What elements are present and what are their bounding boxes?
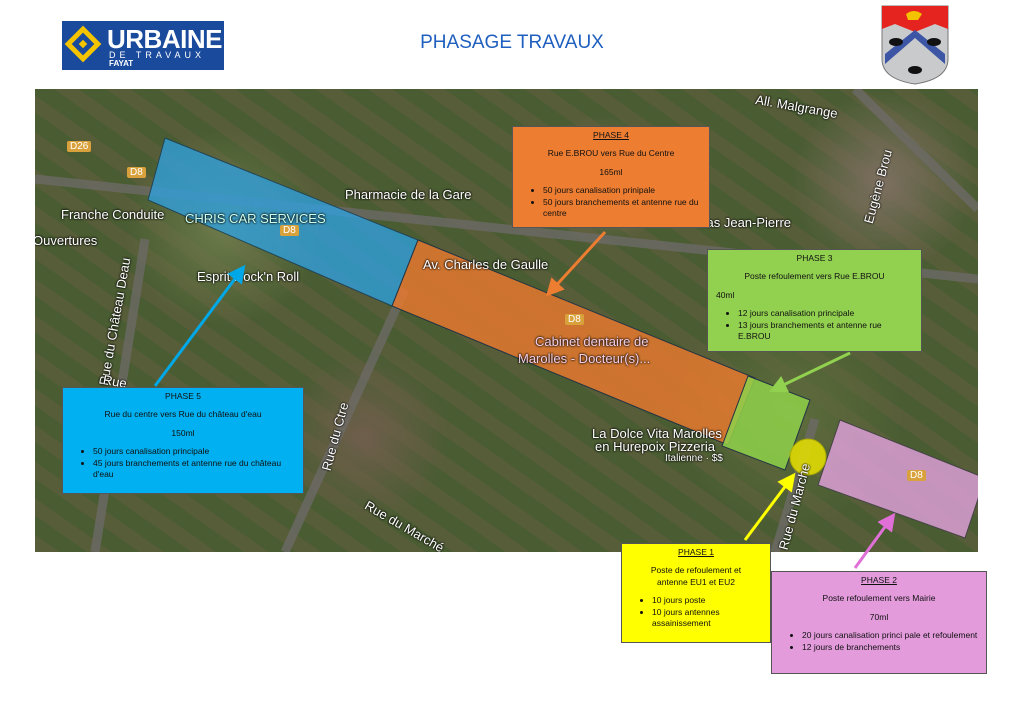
phase-title: PHASE 5 <box>165 391 201 401</box>
phase-route: Poste refoulement vers Mairie <box>822 593 936 604</box>
phase-title: PHASE 3 <box>796 253 833 263</box>
road-badge: D8 <box>280 225 299 236</box>
phase3-zone <box>721 375 811 471</box>
phase-item: 45 jours branchements et antenne rue du … <box>93 458 295 481</box>
phase-item: 50 jours canalisation prinipale <box>543 185 701 196</box>
phase-length: 150ml <box>171 427 195 438</box>
phase2-box: PHASE 2 Poste refoulement vers Mairie 70… <box>771 571 987 674</box>
logo-sub: DE TRAVAUX <box>109 50 206 60</box>
road-badge: D8 <box>907 470 926 481</box>
map-label[interactable]: vas Jean-Pierre <box>700 215 792 230</box>
phase-item: 10 jours antennes assainissement <box>652 607 762 630</box>
phase-title: PHASE 1 <box>678 547 714 557</box>
road-badge: D26 <box>67 141 92 152</box>
map-label[interactable]: Av. Charles de Gaulle <box>423 257 549 272</box>
map-label[interactable]: Pharmacie de la Gare <box>345 187 472 202</box>
map-label[interactable]: en Hurepoix Pizzeria <box>595 439 715 454</box>
phase4-box: PHASE 4 Rue E.BROU vers Rue du Centre 16… <box>512 126 710 228</box>
logo-group: FAYAT <box>109 59 134 68</box>
phase-length: 70ml <box>869 611 889 622</box>
phase3-box: PHASE 3 Poste refoulement vers Rue E.BRO… <box>707 249 922 352</box>
phase-item: 13 jours branchements et antenne rue E.B… <box>738 320 913 343</box>
phase-item: 50 jours branchements et antenne rue du … <box>543 197 701 220</box>
phase-item: 12 jours canalisation principale <box>738 308 913 319</box>
map-label: Italienne · $$ <box>665 453 723 464</box>
map-label[interactable]: Marolles - Docteur(s)... <box>518 351 651 366</box>
phase-length: 165ml <box>599 166 623 177</box>
phase-length: 40ml <box>716 289 735 300</box>
phase-title: PHASE 2 <box>861 575 897 585</box>
map-label[interactable]: La Dolce Vita Marolles <box>592 426 722 441</box>
phase1-box: PHASE 1 Poste de refoulement et antenne … <box>621 543 771 643</box>
map-label[interactable]: Cabinet dentaire de <box>535 334 649 349</box>
page-title: PHASAGE TRAVAUX <box>420 32 604 53</box>
road-badge: D8 <box>565 314 584 325</box>
urbaine-logo: URBAINE DE TRAVAUX FAYAT <box>62 21 224 70</box>
phase-item: 50 jours canalisation principale <box>93 446 295 457</box>
phase-title: PHASE 4 <box>593 130 629 140</box>
logo-name: URBAINE <box>107 24 222 54</box>
road-badge: D8 <box>127 167 146 178</box>
phase-item: 12 jours de branchements <box>802 642 978 653</box>
coat-of-arms-icon <box>881 5 949 85</box>
map-label[interactable]: Franche Conduite <box>61 207 165 222</box>
phase-route: Poste refoulement vers Rue E.BROU <box>744 271 885 282</box>
phase1-zone <box>789 438 827 476</box>
phase5-box: PHASE 5 Rue du centre vers Rue du châtea… <box>62 387 304 494</box>
phase-item: 20 jours canalisation princi pale et ref… <box>802 630 978 641</box>
phase2-zone <box>817 419 978 539</box>
phase-item: 10 jours poste <box>652 595 762 606</box>
map-label[interactable]: Esprit Rock'n Roll <box>197 269 300 284</box>
phase-route: Rue du centre vers Rue du château d'eau <box>104 409 262 420</box>
map-label[interactable]: Ouvertures <box>35 233 98 248</box>
phase-route: Poste de refoulement et antenne EU1 et E… <box>650 565 742 587</box>
phase-route: Rue E.BROU vers Rue du Centre <box>547 148 675 159</box>
map-label[interactable]: CHRIS CAR SERVICES <box>185 211 326 226</box>
